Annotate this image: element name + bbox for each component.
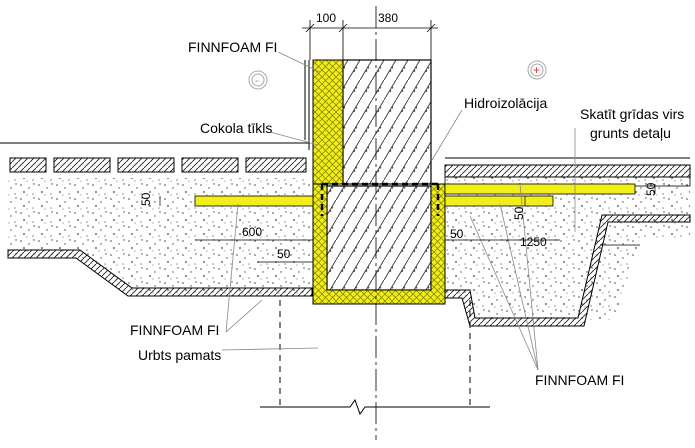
dim-600: 600 bbox=[242, 225, 262, 239]
insulation-footing bbox=[312, 183, 446, 305]
insulation-wall bbox=[312, 59, 344, 185]
label-hidroizolacija: Hidroizolācija bbox=[464, 95, 547, 111]
label-finnfoam-top: FINNFOAM FI bbox=[188, 39, 277, 55]
dim-50-right-foot: 50 bbox=[450, 227, 464, 241]
dim-50-far-right: 50 bbox=[644, 182, 658, 196]
label-finnfoam-bottom-right: FINNFOAM FI bbox=[535, 372, 624, 388]
floor-slab-hatch bbox=[444, 164, 691, 178]
dim-50-slab: 50 bbox=[512, 206, 526, 220]
level-marker-plus bbox=[527, 60, 547, 80]
minus-symbol: - bbox=[255, 73, 259, 87]
label-urbts-pamats: Urbts pamats bbox=[138, 347, 221, 363]
level-marker-minus bbox=[248, 70, 268, 90]
footing bbox=[326, 185, 432, 291]
pile-break-line bbox=[260, 398, 490, 416]
bored-pile bbox=[279, 300, 471, 405]
dim-50-left: 50 bbox=[139, 192, 153, 206]
top-dimension bbox=[302, 20, 438, 60]
insulation-wing-left bbox=[194, 195, 314, 207]
label-skatit-line1: Skatīt grīdas virs bbox=[580, 106, 684, 122]
label-finnfoam-bottom-left: FINNFOAM FI bbox=[130, 322, 219, 338]
plus-symbol: + bbox=[533, 63, 540, 77]
dim-100: 100 bbox=[316, 11, 336, 25]
inner-dimensions bbox=[159, 184, 656, 263]
dim-380: 380 bbox=[378, 11, 398, 25]
dim-50-bottom: 50 bbox=[277, 247, 291, 261]
insulation-wing-right bbox=[444, 195, 554, 207]
label-skatit-line2: grunts detaļu bbox=[590, 125, 671, 141]
leader-lines bbox=[221, 51, 576, 371]
soil-boundary-left bbox=[7, 249, 313, 297]
waterproofing-line bbox=[320, 182, 440, 216]
dim-1250: 1250 bbox=[520, 235, 547, 249]
gravel-fill bbox=[8, 178, 310, 296]
paving-blocks bbox=[9, 157, 307, 173]
wall bbox=[342, 59, 432, 185]
label-cokola-tikls: Cokola tīkls bbox=[200, 120, 272, 136]
insulation-slab bbox=[444, 183, 636, 195]
